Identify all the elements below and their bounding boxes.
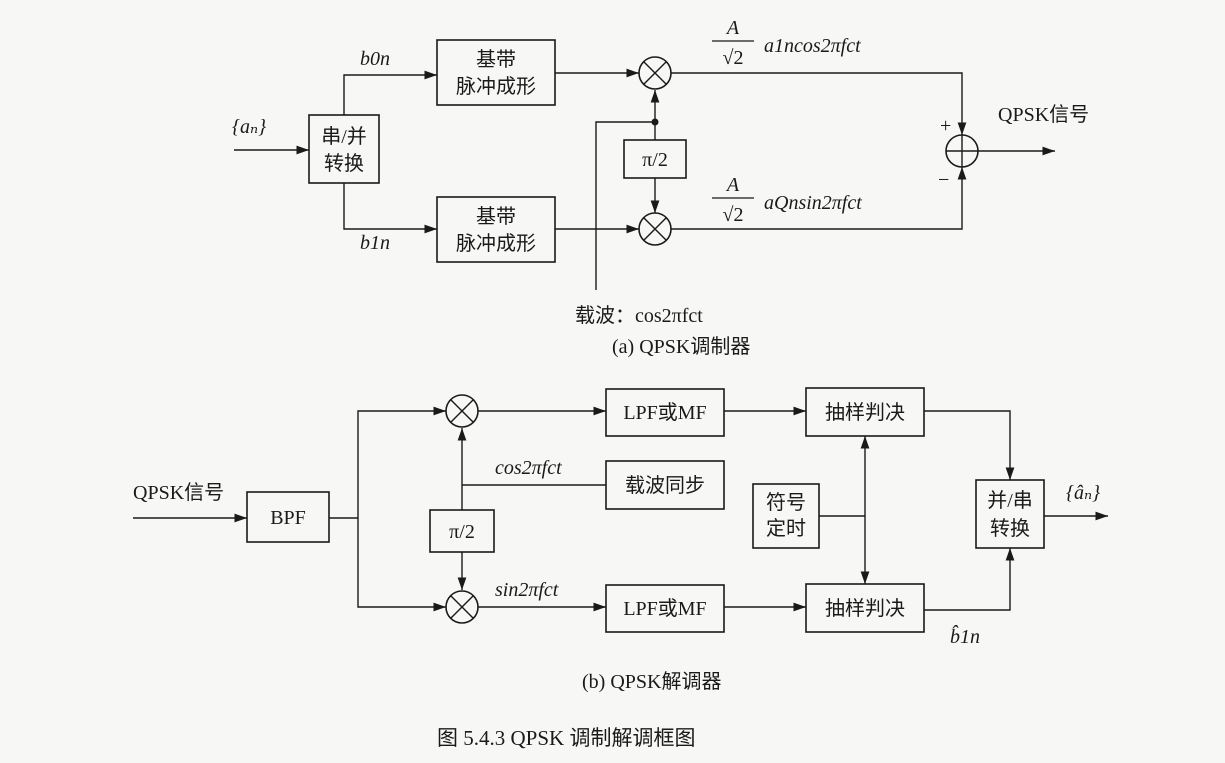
q-coef-den: √2 [723,204,744,226]
lpf-top-label: LPF或MF [623,401,706,424]
sampler-top-box [805,387,925,437]
carrier-sync-label: 载波同步 [625,474,705,497]
demod-mixer-top-icon [445,394,479,428]
sampler-bottom-label: 抽样判决 [825,597,905,620]
q-signal-expr: aQnsin2πfct [764,192,862,214]
adder-plus-sign: + [940,115,951,137]
i-signal-expr: a1ncos2πfct [764,35,861,57]
modulator-caption: (a) QPSK调制器 [612,335,750,358]
sampler-bottom-box [805,583,925,633]
demod-output-label: {âₙ} [1066,482,1100,504]
sampler-bottom-to-ps-wire [924,548,1015,611]
sampler-top-label: 抽样判决 [825,401,905,424]
i-coef-den: √2 [723,47,744,69]
q-coef-num: A [725,174,740,196]
sp-converter-line2: 转换 [324,152,364,175]
modulator-section: {aₙ} 串/并 转换 b0n 基带 脉冲成形 b1n 基带 脉冲成形 [232,17,1089,358]
symbol-timing-line2: 定时 [766,517,806,540]
ps-converter-line2: 转换 [990,517,1030,540]
bpf-label: BPF [270,507,306,529]
carrier-label: 载波：cos2πfct [575,304,703,327]
pulse-shaper-bottom-line1: 基带 [476,205,516,228]
cos-label: cos2πfct [495,457,562,479]
sampler-top-to-ps-wire [924,410,1015,480]
demodulator-caption: (b) QPSK解调器 [582,670,721,693]
b1n-label: b1n [360,232,390,254]
mod-bottom-wire [343,183,437,234]
sp-converter-line1: 串/并 [321,125,367,148]
demod-bottom-branch-wire [357,518,446,612]
demod-input-label: QPSK信号 [133,481,224,504]
q-to-adder-wire [671,167,967,230]
b0n-label: b0n [360,48,390,70]
mod-input-label: {aₙ} [232,116,266,138]
lpf-bottom-label: LPF或MF [623,597,706,620]
symbol-timing-box [752,483,820,549]
b1n-hat-label: b̂1n [950,624,980,648]
pulse-shaper-top-box [436,39,556,106]
demod-phase-shift-box [429,509,495,553]
pulse-shaper-bottom-box [436,196,556,263]
lpf-top-box [605,388,725,437]
figure-caption: 图 5.4.3 QPSK 调制解调框图 [437,726,695,750]
i-to-adder-wire [671,72,967,135]
pulse-shaper-top-line1: 基带 [476,48,516,71]
adder-minus-sign: − [938,169,949,191]
pulse-shaper-bottom-line2: 脉冲成形 [456,232,536,255]
mod-mixer-bottom-icon [638,212,672,246]
mod-mixer-top-icon [638,56,672,90]
bpf-box [246,491,330,543]
demod-mixer-bottom-icon [445,590,479,624]
carrier-wire [595,121,655,290]
symbol-timing-line1: 符号 [766,491,806,514]
demod-phase-shift-label: π/2 [449,521,475,543]
ps-converter-box [975,479,1045,549]
pulse-shaper-top-line2: 脉冲成形 [456,75,536,98]
sin-label: sin2πfct [495,579,559,601]
adder-icon [945,134,979,168]
carrier-sync-box [605,460,725,510]
demod-top-branch-wire [357,406,446,518]
ps-converter-line1: 并/串 [987,489,1033,512]
mod-top-wire [343,70,437,115]
mod-phase-shift-label: π/2 [642,149,668,171]
lpf-bottom-box [605,584,725,633]
mod-output-label: QPSK信号 [998,103,1089,126]
i-coef-num: A [725,17,740,39]
demodulator-section: QPSK信号 BPF 载波同步 cos2πfct π/2 sin2πfct LP… [133,387,1108,693]
